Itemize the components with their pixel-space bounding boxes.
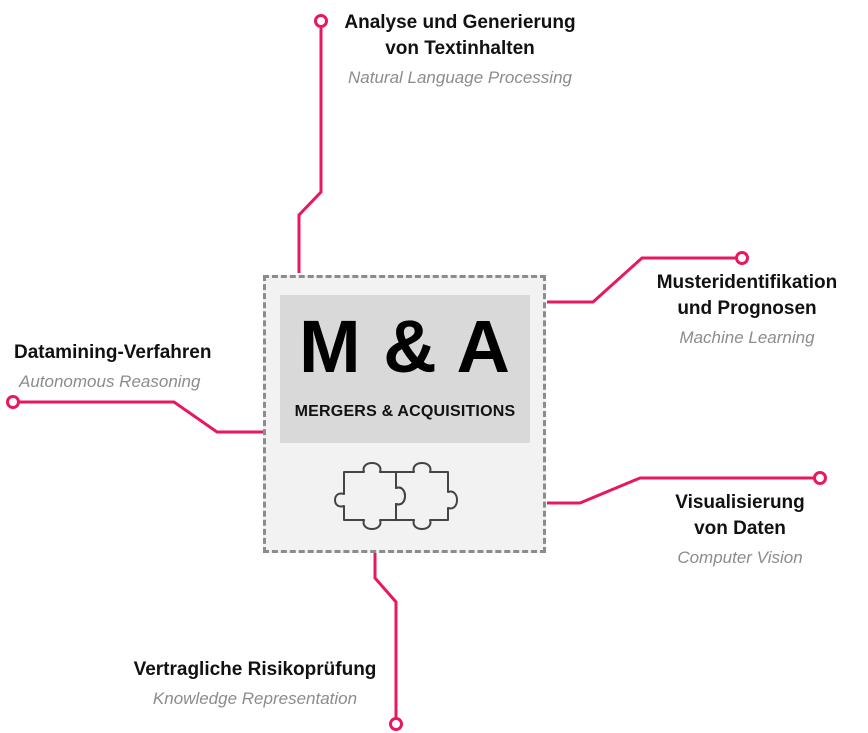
connector-reasoning <box>18 400 263 434</box>
endpoint-nlp <box>314 14 328 28</box>
puzzle-pieces-icon <box>334 462 458 530</box>
endpoint-reasoning <box>6 395 20 409</box>
node-title: Analyse und Generierung <box>344 12 576 33</box>
center-box: M & A MERGERS & ACQUISITIONS <box>263 275 546 553</box>
connector-nlp <box>297 26 323 273</box>
node-subtitle: Computer Vision <box>677 548 803 567</box>
node-title: und Prognosen <box>677 298 817 319</box>
connector-ml <box>547 256 737 304</box>
node-title: von Daten <box>694 518 786 539</box>
node-title: Datamining-Verfahren <box>14 342 212 363</box>
node-subtitle: Autonomous Reasoning <box>19 372 201 391</box>
node-title: Visualisierung <box>675 492 805 513</box>
node-title: von Textinhalten <box>385 38 535 59</box>
main-title: M & A <box>299 305 511 388</box>
connector-knowledge <box>373 553 398 718</box>
node-title: Vertragliche Risikoprüfung <box>133 659 377 680</box>
node-knowledge: Vertragliche Risikoprüfung Knowledge Rep… <box>120 657 390 711</box>
node-reasoning: Datamining-Verfahren Autonomous Reasonin… <box>14 340 254 394</box>
sub-title: MERGERS & ACQUISITIONS <box>294 403 516 420</box>
node-nlp: Analyse und Generierung von Textinhalten… <box>318 10 602 90</box>
connector-vision <box>547 476 815 505</box>
endpoint-knowledge <box>389 717 403 731</box>
node-ml: Musteridentifikation und Prognosen Machi… <box>632 270 862 350</box>
node-vision: Visualisierung von Daten Computer Vision <box>640 490 840 570</box>
endpoint-vision <box>813 471 827 485</box>
node-subtitle: Natural Language Processing <box>348 68 572 87</box>
node-subtitle: Machine Learning <box>679 328 815 347</box>
endpoint-ml <box>735 251 749 265</box>
node-title: Musteridentifikation <box>656 272 838 293</box>
title-panel: M & A MERGERS & ACQUISITIONS <box>280 295 530 443</box>
node-subtitle: Knowledge Representation <box>152 689 358 708</box>
